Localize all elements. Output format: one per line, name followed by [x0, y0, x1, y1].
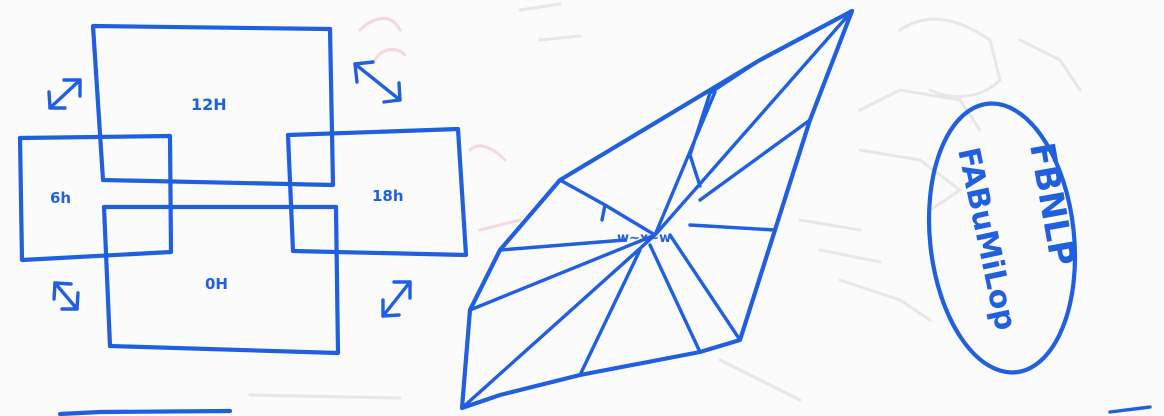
bottom-edge-marks [60, 407, 1150, 414]
double-arrow-icon [49, 80, 80, 108]
handwritten-oval-note: FBNLP FABuMiLop [916, 96, 1087, 380]
note-line-2: FABuMiLop [950, 144, 1023, 333]
box-6h [20, 136, 171, 260]
note-line-1: FBNLP [1021, 140, 1082, 269]
kite-fold-diagram: w∼x∼w [462, 11, 852, 408]
center-mark: w∼x∼w [617, 231, 671, 246]
label-18h: 18h [372, 187, 404, 205]
label-6h: 6h [50, 189, 71, 207]
label-0h: 0H [205, 275, 228, 293]
double-arrow-icon [383, 282, 410, 316]
double-arrow-icon [355, 62, 400, 102]
kite-fold-lines [462, 11, 852, 408]
double-arrow-icon [54, 283, 78, 309]
label-12h: 12H [191, 95, 227, 114]
overlapping-boxes-diagram: 12H 6h 18h 0H [20, 26, 466, 353]
kite-outline [462, 11, 852, 408]
